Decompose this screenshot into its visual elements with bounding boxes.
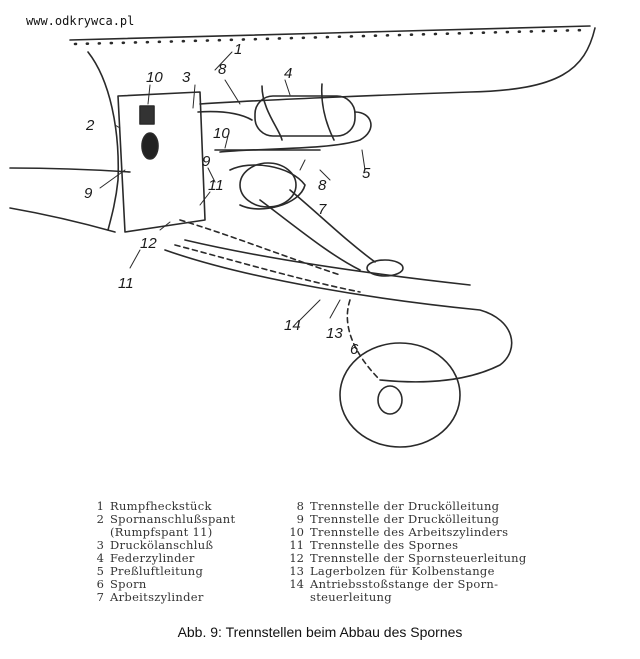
tail-wheel bbox=[339, 342, 461, 448]
fuselage-top-edge bbox=[69, 25, 591, 41]
strut-fairing bbox=[164, 249, 513, 383]
working-cylinder-body bbox=[229, 164, 306, 210]
callout-9-mid: 9 bbox=[202, 153, 211, 170]
callout-8-right: 8 bbox=[318, 177, 327, 194]
frame-oval-opening bbox=[141, 132, 159, 160]
working-cylinder bbox=[239, 162, 297, 208]
callout-4: 4 bbox=[284, 65, 292, 82]
callout-1: 1 bbox=[234, 41, 242, 58]
rivet-line bbox=[73, 28, 590, 46]
callout-14: 14 bbox=[284, 317, 301, 334]
cylinder-clamp-left bbox=[261, 85, 283, 141]
fuselage-rear-frame bbox=[87, 51, 120, 231]
fuselage-bottom-line bbox=[9, 167, 131, 173]
fitting-10 bbox=[139, 105, 155, 125]
callout-11-mid: 11 bbox=[208, 177, 224, 194]
callout-10-mid: 10 bbox=[213, 125, 230, 142]
callout-2: 2 bbox=[85, 117, 95, 134]
hidden-line-1 bbox=[174, 244, 361, 293]
spring-cylinder bbox=[254, 95, 356, 137]
strut-top-cap bbox=[366, 259, 404, 277]
callout-11-low: 11 bbox=[118, 275, 134, 292]
callout-5: 5 bbox=[362, 165, 371, 182]
hidden-line-2 bbox=[179, 219, 341, 276]
callout-13: 13 bbox=[326, 325, 343, 342]
callout-3: 3 bbox=[182, 69, 191, 86]
watermark: www.odkrywca.pl bbox=[26, 14, 135, 28]
frame-plate bbox=[117, 91, 206, 233]
fuselage-lower-edge bbox=[199, 27, 596, 105]
strut-arm bbox=[259, 199, 361, 271]
callout-6: 6 bbox=[350, 341, 359, 358]
callout-12: 12 bbox=[140, 235, 157, 252]
callout-7: 7 bbox=[318, 201, 327, 218]
legend-entry: (Rumpfspant 11) bbox=[110, 525, 213, 539]
strut-fairing-top bbox=[184, 239, 471, 286]
technical-drawing: 1 2 3 4 5 6 7 8 8 9 9 10 10 11 11 12 13 … bbox=[9, 25, 596, 448]
figure-caption: Abb. 9: Trennstellen beim Abbau des Spor… bbox=[177, 624, 463, 640]
cylinder-clamp-right bbox=[320, 83, 335, 141]
fuselage-underside bbox=[9, 207, 116, 233]
callout-9-left: 9 bbox=[84, 185, 93, 202]
callout-10-top: 10 bbox=[146, 69, 163, 86]
hidden-line-3 bbox=[346, 299, 381, 381]
callout-8-top: 8 bbox=[218, 61, 227, 78]
strut-arm-2 bbox=[289, 189, 376, 263]
legend-entry: steuerleitung bbox=[310, 590, 392, 604]
leader-lines bbox=[99, 51, 366, 321]
tail-wheel-hub bbox=[377, 385, 403, 415]
oil-line bbox=[197, 110, 253, 121]
